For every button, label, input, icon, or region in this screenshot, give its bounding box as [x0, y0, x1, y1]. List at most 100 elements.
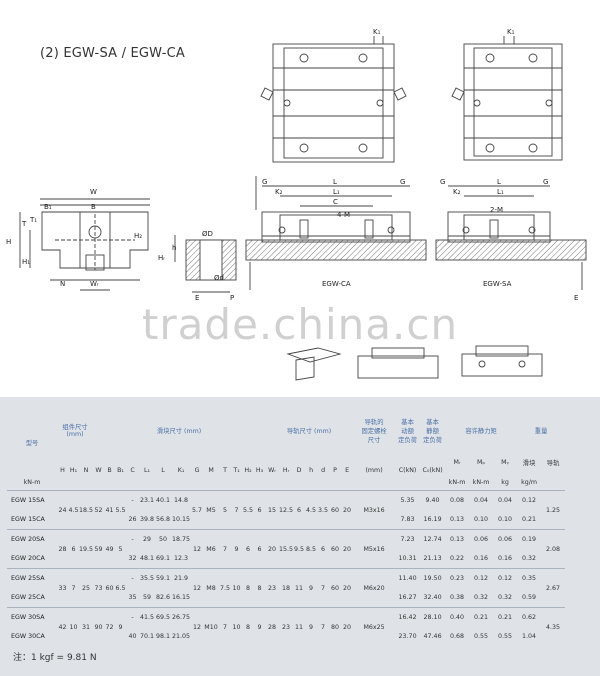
cell: 19.5: [79, 529, 94, 569]
table-row: EGW 15SA 24 4.5 18.5 52 41 5.5 - 23.1 40…: [7, 490, 566, 530]
cell: 25: [79, 568, 94, 608]
cell: 21.9: [171, 568, 192, 588]
th-col-g: G: [194, 466, 200, 474]
cell: 0.04: [493, 490, 518, 510]
cell: M8: [203, 568, 220, 608]
isometric-views: [286, 345, 543, 381]
th-kgm-unit: kg/m: [521, 478, 538, 486]
cell: 7: [317, 607, 330, 646]
cell: 72: [104, 607, 116, 646]
table-row: EGW 20SA 28 6 19.5 59 49 5 - 29 50 18.75…: [7, 529, 566, 569]
cell: 5.5: [115, 490, 127, 530]
cell: 42: [57, 607, 68, 646]
cell: 20: [341, 568, 354, 608]
cell: 50: [155, 529, 172, 549]
label-g-a: G: [262, 178, 267, 186]
cell: 28: [265, 607, 280, 646]
th-col-p: P: [333, 466, 337, 474]
footnote: 注：1 kgf = 9.81 N: [13, 653, 97, 663]
th-my-unit: kN-m: [472, 478, 490, 486]
label-l-b: L: [497, 178, 501, 186]
cell: 0.12: [517, 490, 542, 510]
cell: 0.08: [445, 490, 470, 510]
cell: 0.35: [517, 568, 542, 588]
cell: 6: [242, 529, 255, 569]
cell: 16.15: [172, 594, 191, 601]
cell: M5: [203, 490, 220, 530]
label-g-d: G: [543, 178, 548, 186]
cell: 0.55: [474, 633, 489, 640]
cell: 0.22: [450, 555, 465, 562]
cell: 7: [231, 490, 243, 530]
cell: 0.10: [474, 516, 489, 523]
label-h-small: h: [172, 244, 176, 252]
label-p: P: [230, 294, 234, 302]
cell: 82.6: [156, 594, 171, 601]
spec-table: 型号 组件尺寸 (mm) 滑块尺寸 (mm) 导轨尺寸 (mm) 导轨的 固定螺…: [7, 410, 566, 646]
cell: 40: [128, 633, 137, 640]
th-col-k1: K₁: [177, 466, 185, 474]
label-wr: Wᵣ: [90, 280, 99, 288]
cell: 7: [219, 607, 232, 646]
cell: 0.16: [498, 555, 513, 562]
th-col-l1: L₁: [144, 466, 151, 474]
cell: 0.38: [450, 594, 465, 601]
cell: 23.1: [139, 490, 156, 510]
cell: 35.5: [139, 568, 156, 588]
cell: 8.5: [305, 529, 318, 569]
cell: 69.5: [155, 607, 172, 627]
cell: M3x16: [353, 490, 396, 530]
cell: 10: [231, 568, 243, 608]
th-col-c0-kn: C₀(kN): [422, 466, 443, 474]
cell: 70.1: [140, 633, 155, 640]
cell: 6: [254, 490, 266, 530]
table-row: EGW 20CA 32 48.1 69.1 12.3 10.31 21.13 0…: [7, 549, 565, 569]
cell: 7: [68, 568, 79, 608]
th-my: Mᵧ: [501, 458, 509, 466]
cell: 10.15: [172, 516, 191, 523]
model-name: EGW 30CA: [11, 633, 45, 640]
label-b1: B₁: [44, 203, 52, 211]
cell: 4.5: [68, 490, 79, 530]
cell: 18: [279, 568, 294, 608]
cell: 7.5: [219, 568, 232, 608]
label-e-a: E: [195, 294, 199, 302]
cell: 0.16: [474, 555, 489, 562]
th-rail-bolt: 导轨的 固定螺栓 尺寸: [361, 418, 387, 444]
cell: 2.67: [541, 568, 566, 608]
th-weight-block: 滑块: [522, 459, 536, 467]
cell: 56.8: [156, 516, 171, 523]
cell: 6: [68, 529, 79, 569]
cell: 12.74: [420, 529, 446, 549]
cell: 6.5: [115, 568, 127, 608]
cell: 9.5: [293, 529, 306, 569]
cell: 23.70: [398, 633, 417, 640]
th-moment: 容许静力矩: [465, 427, 497, 435]
cell: 6: [254, 529, 266, 569]
rail-end-section: [174, 235, 237, 293]
cell: 0.68: [450, 633, 465, 640]
th-dyn-load: 基本 动额 定负荷: [398, 418, 417, 444]
cell: 98.1: [156, 633, 171, 640]
spec-table-panel: 型号 组件尺寸 (mm) 滑块尺寸 (mm) 导轨尺寸 (mm) 导轨的 固定螺…: [0, 397, 600, 676]
cell: 28.10: [420, 607, 446, 627]
cell: 20: [341, 490, 354, 530]
cell: 9.40: [420, 490, 446, 510]
th-col-d-small: d: [321, 466, 326, 474]
cell: 0.19: [517, 529, 542, 549]
cell: 52: [93, 490, 105, 530]
cell: 0.13: [445, 529, 470, 549]
cell: 8: [242, 568, 255, 608]
label-b: B: [91, 203, 96, 211]
cell: M6x25: [353, 607, 396, 646]
cell: 15: [265, 490, 280, 530]
cell: 23: [279, 607, 294, 646]
cell: 11.40: [395, 568, 421, 588]
cell: 16.42: [395, 607, 421, 627]
model-name: EGW 30SA: [7, 607, 57, 627]
cell: 20: [341, 607, 354, 646]
label-g-b: G: [400, 178, 405, 186]
label-egw-ca: EGW-CA: [322, 280, 351, 288]
cell: -: [126, 529, 140, 549]
cell: 90: [93, 607, 105, 646]
